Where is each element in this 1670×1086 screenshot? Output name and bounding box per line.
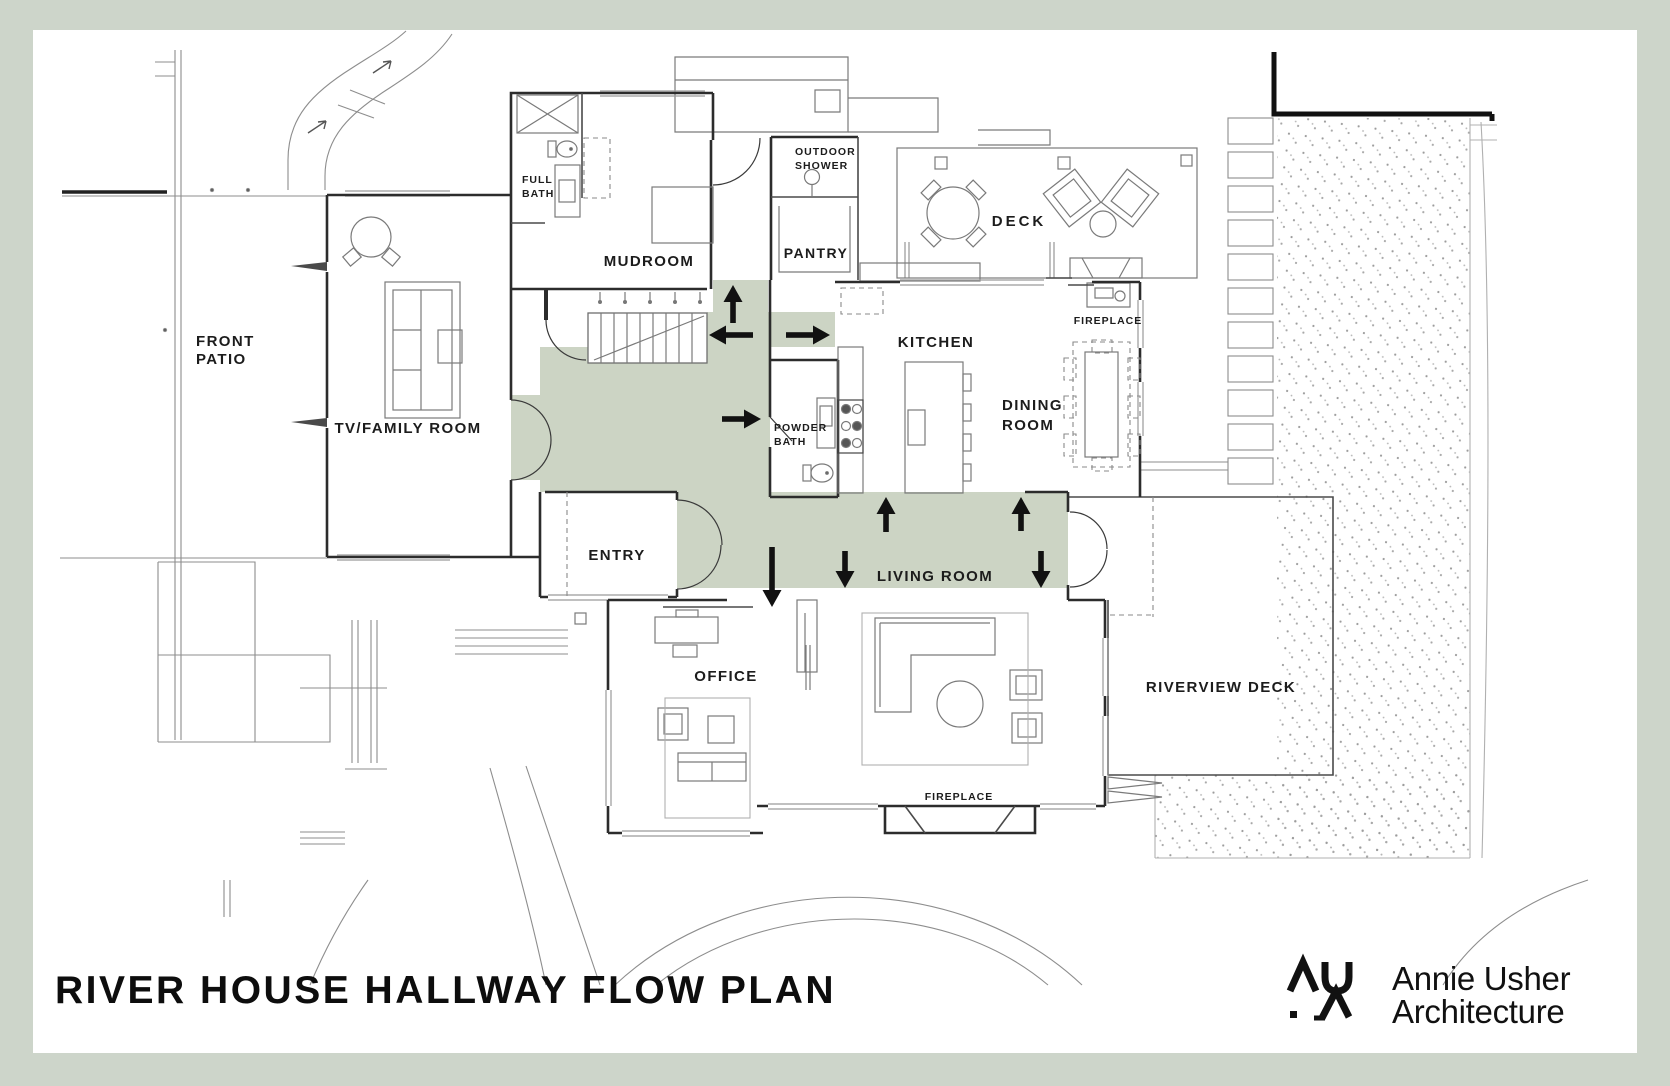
walkway-direction-arrows [307, 60, 392, 134]
label-living-room: LIVING ROOM [877, 568, 993, 585]
firm-monogram-icon [1286, 953, 1353, 1021]
furniture [341, 94, 1119, 782]
label-powder-bath: POWDER [774, 422, 827, 434]
deck-structure [859, 147, 1198, 308]
label-outdoor-shower: OUTDOOR [795, 146, 856, 158]
label-pantry: PANTRY [784, 245, 848, 261]
label-full-bath: FULL [522, 174, 553, 186]
riverview-deck-steps [1107, 776, 1163, 804]
flow-arrow-to-dining-up [1011, 497, 1031, 531]
firm-name-line1: Annie Usher [1392, 960, 1571, 997]
label-mudroom: MUDROOM [604, 253, 695, 270]
label-kitchen: KITCHEN [898, 334, 974, 351]
firm-monogram-dot [1290, 1011, 1297, 1018]
flow-arrows [709, 285, 1051, 607]
flow-arrow-to-powder-right [722, 409, 761, 429]
label-deck: DECK [992, 213, 1047, 230]
room-labels: FRONT PATIO TV/FAMILY ROOM MUDROOM FULL … [196, 146, 1296, 803]
river-bank-edges [1154, 118, 1497, 859]
river-steps [1227, 117, 1274, 485]
walls-secondary [511, 93, 1016, 834]
flow-arrow-to-kitchen-right [786, 325, 830, 345]
river-bank-stipple [1277, 118, 1470, 858]
label-tv-family-room: TV/FAMILY ROOM [334, 420, 481, 437]
flow-arrow-to-riverdeck-down [1031, 551, 1051, 588]
label-fireplace-living: FIREPLACE [925, 791, 994, 803]
label-front-patio: FRONT [196, 333, 255, 350]
flow-arrow-to-office-down [762, 547, 782, 607]
label-full-bath-2: BATH [522, 188, 554, 200]
label-dining-room-2: ROOM [1002, 417, 1054, 434]
page-title: RIVER HOUSE HALLWAY FLOW PLAN [55, 969, 836, 1012]
label-fireplace-kitchen: FIREPLACE [1074, 315, 1143, 327]
kitchen-sliding-door [1046, 277, 1094, 286]
label-powder-bath-2: BATH [774, 436, 806, 448]
label-office: OFFICE [694, 668, 757, 685]
label-front-patio-2: PATIO [196, 351, 247, 368]
river-bank-stipple-lower [1155, 775, 1470, 858]
flow-arrow-to-living-down [835, 551, 855, 588]
doors [291, 137, 1108, 590]
upper-structures [674, 56, 1051, 146]
flow-arrow-to-kitchen-up [876, 497, 896, 532]
rugs [664, 612, 1029, 819]
north-boundary-mark [1271, 52, 1495, 121]
label-entry: ENTRY [588, 547, 645, 564]
label-riverview-deck: RIVERVIEW DECK [1146, 679, 1296, 696]
flow-arrow-to-mudroom-up [723, 285, 743, 323]
staircase [587, 292, 708, 364]
firm-name-line2: Architecture [1392, 993, 1564, 1030]
flow-arrow-to-stairs-left [709, 325, 753, 345]
label-outdoor-shower-2: SHOWER [795, 160, 848, 172]
label-dining-room: DINING [1002, 397, 1063, 414]
site-linework [60, 30, 1589, 986]
dashed-linework [566, 137, 1155, 617]
firm-logo: Annie Usher Architecture [1286, 953, 1571, 1030]
